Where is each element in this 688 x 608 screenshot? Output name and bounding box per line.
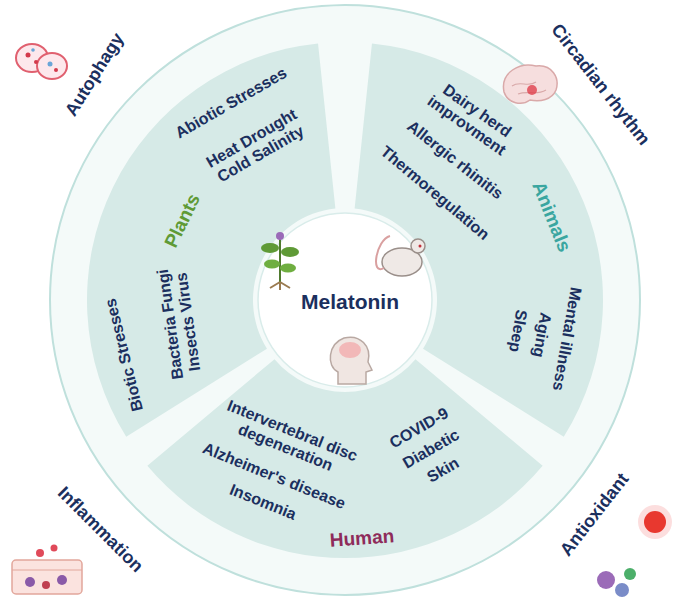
center-circle: Melatonin	[257, 212, 433, 388]
band-item: Skin	[423, 453, 462, 486]
process-label: Circadian rhythm	[546, 20, 654, 150]
band-item: Sleep	[506, 307, 531, 353]
band-item: Mental illness	[549, 285, 585, 392]
antioxidant-icon	[597, 505, 672, 597]
inflammation-icon	[12, 545, 82, 595]
band-item: Aging	[529, 310, 554, 359]
band-item: Abiotic Stresses	[172, 63, 291, 142]
circle-outline	[258, 213, 432, 387]
band-item: Insomnia	[227, 480, 300, 523]
band-outline	[355, 43, 603, 436]
process-label: Inflammation	[53, 483, 148, 578]
brain-icon	[503, 65, 557, 103]
band-title: Human	[328, 527, 395, 552]
band-item: Diabetic	[399, 425, 463, 472]
process-label: Antioxidant	[556, 470, 633, 561]
band-title: Animals	[527, 178, 574, 255]
autophagy-icon	[16, 44, 67, 79]
band-item: Allergic rhinitis	[403, 116, 507, 203]
band-item: Dairy herd improvment	[413, 69, 531, 167]
circle-shape	[257, 212, 433, 388]
band-title: Plants	[161, 190, 206, 252]
mouse-icon	[376, 236, 425, 276]
center-title: Melatonin	[301, 290, 400, 313]
band-item: COVID-9	[386, 404, 452, 452]
band-outline	[87, 43, 335, 436]
band-item: Heat Drought Cold Salinity	[195, 101, 317, 191]
plant-icon	[261, 232, 299, 290]
band-item: Intervertebral disc degeneration	[213, 395, 365, 484]
process-label: Autophagy	[61, 29, 128, 120]
band-item: Thermoregulation	[376, 142, 493, 244]
band-item: Bacteria Fungi Insects Virus	[153, 259, 205, 388]
band-item: Biotic Stresses	[101, 296, 146, 414]
band-item: Alzheimer's disease	[199, 439, 348, 513]
head-icon	[330, 337, 372, 384]
band-outline	[147, 359, 542, 558]
outer-circle	[50, 5, 640, 595]
